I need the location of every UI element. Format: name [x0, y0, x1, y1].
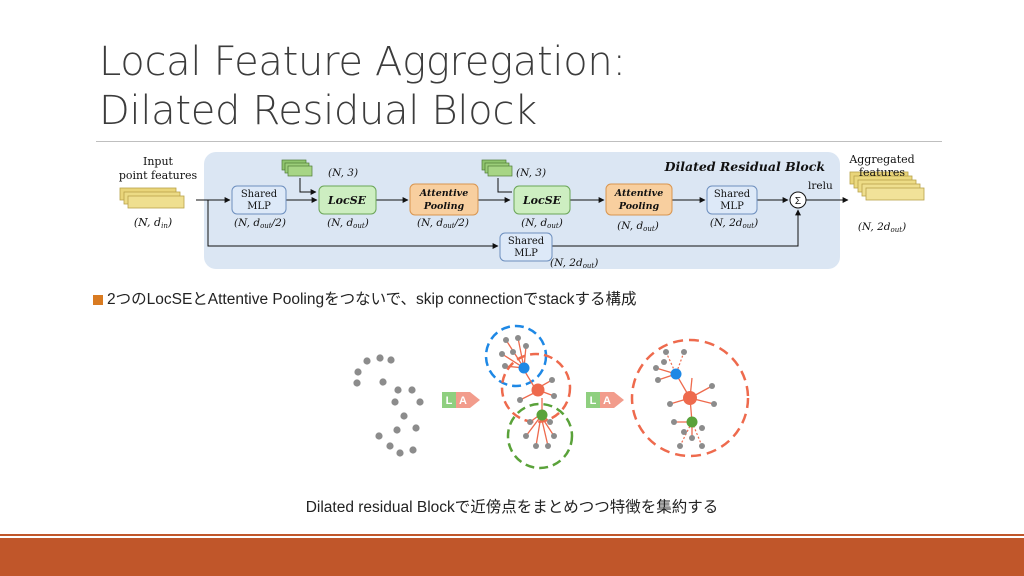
title-divider [96, 141, 942, 142]
lfa-badge-1: L A [442, 392, 480, 408]
attentive-pooling-1: Attentive Pooling [409, 183, 479, 216]
svg-text:MLP: MLP [514, 248, 538, 259]
green-neighborhood-ring [506, 402, 574, 470]
locse-1: LocSE [318, 185, 377, 215]
svg-text:Attentive: Attentive [419, 188, 469, 199]
bullet-text: 2つのLocSEとAttentive Poolingをつないで、skip con… [107, 291, 637, 308]
att-pool-1-dim: (N, dout/2) [417, 217, 469, 230]
large-red-ring [630, 338, 750, 458]
shared-mlp-2: Shared MLP [706, 185, 758, 215]
input-dim-label: (N, din) [134, 216, 172, 230]
illustration-caption: Dilated residual Blockで近傍点をまとめつつ特徴を集約する [305, 499, 719, 516]
input-points [353, 354, 424, 457]
blue-center-point [518, 362, 530, 374]
bullet-item: 2つのLocSEとAttentive Poolingをつないで、skip con… [93, 287, 637, 309]
green-center-point [536, 409, 548, 421]
svg-text:Pooling: Pooling [618, 201, 660, 212]
svg-text:LocSE: LocSE [522, 194, 562, 207]
agg-red-point [683, 391, 697, 405]
svg-text:Σ: Σ [795, 196, 801, 207]
middle-clusters [484, 324, 574, 470]
aggregated-cluster [630, 338, 750, 458]
output-dim-label: (N, 2dout) [858, 221, 906, 234]
red-center-point [531, 383, 545, 397]
title-line-2: Dilated Residual Block [99, 88, 537, 134]
red-neighborhood-ring [500, 352, 572, 424]
shared-mlp-1: Shared MLP [231, 185, 287, 215]
dilated-residual-block-diagram: Input point features (N, din) Shared MLP… [119, 152, 925, 270]
output-label-line1: Aggregated [848, 153, 914, 166]
svg-text:A: A [459, 395, 467, 407]
svg-text:LocSE: LocSE [327, 194, 367, 207]
agg-blue-point [670, 368, 682, 380]
output-feature-stack [849, 171, 925, 201]
input-label-line1: Input [143, 155, 174, 168]
sum-node: Σ [789, 191, 807, 209]
bullet-square-icon [93, 295, 103, 305]
svg-text:L: L [590, 395, 597, 407]
input-label-line2: point features [119, 169, 198, 182]
agg-green-point [686, 416, 698, 428]
title-line-1: Local Feature Aggregation: [99, 39, 626, 85]
svg-text:L: L [446, 395, 453, 407]
svg-text:Shared: Shared [508, 236, 545, 247]
svg-text:MLP: MLP [247, 201, 271, 212]
xyz-dim-2: (N, 3) [516, 167, 546, 179]
attentive-pooling-2: Attentive Pooling [605, 183, 673, 216]
dilated-aggregation-illustration: L A L A [353, 324, 750, 470]
svg-text:A: A [603, 395, 611, 407]
svg-text:Shared: Shared [241, 189, 278, 200]
lfa-badge-2: L A [586, 392, 624, 408]
output-label-line2: features [859, 166, 905, 179]
footer-accent-band [0, 538, 1024, 576]
svg-text:Pooling: Pooling [423, 201, 465, 212]
block-title: Dilated Residual Block [664, 159, 826, 174]
xyz-stack-1 [281, 159, 313, 177]
xyz-dim-1: (N, 3) [328, 167, 358, 179]
lrelu-label: lrelu [808, 180, 833, 192]
locse-2: LocSE [513, 185, 571, 215]
svg-text:Shared: Shared [714, 189, 751, 200]
svg-text:MLP: MLP [720, 201, 744, 212]
shared-mlp-1-dim: (N, dout/2) [234, 217, 286, 230]
xyz-stack-2 [481, 159, 513, 177]
skip-shared-mlp: Shared MLP [499, 232, 553, 262]
input-feature-stack [119, 187, 185, 209]
svg-text:Attentive: Attentive [614, 188, 664, 199]
slide-title: Local Feature Aggregation: Dilated Resid… [99, 38, 899, 136]
footer-accent-line [0, 534, 1024, 536]
